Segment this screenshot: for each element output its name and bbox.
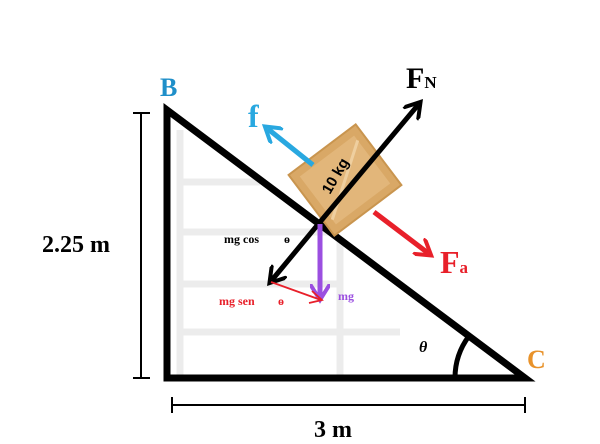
normal-force-arrow	[318, 105, 418, 224]
mg-sen-label: mg sen	[219, 294, 255, 308]
mg-cos-label: mg cos	[224, 232, 259, 246]
angle-label: θ	[419, 339, 428, 356]
mg-cos-arrow	[272, 220, 322, 280]
weight-label: mg	[338, 289, 354, 303]
mg-cos-theta: ө	[284, 232, 290, 246]
mg-sen-arrowhead	[308, 290, 324, 304]
scaffold-background	[176, 130, 400, 375]
vertex-c-label: C	[527, 345, 546, 374]
base-dimension	[171, 397, 526, 413]
applied-force-arrow	[372, 210, 428, 253]
height-dimension	[133, 112, 150, 379]
applied-force-label: Fa	[440, 244, 469, 280]
mg-sen-arrow	[270, 281, 322, 301]
angle-arc	[452, 334, 472, 379]
height-label: 2.25 m	[42, 232, 110, 258]
base-label: 3 m	[314, 417, 352, 443]
normal-force-label: FN	[406, 62, 437, 95]
mg-sen-theta: ө	[278, 294, 284, 308]
friction-arrow	[268, 129, 315, 167]
friction-label: f	[248, 98, 259, 134]
vertex-b-label: B	[160, 73, 177, 102]
incline-triangle	[163, 103, 536, 382]
